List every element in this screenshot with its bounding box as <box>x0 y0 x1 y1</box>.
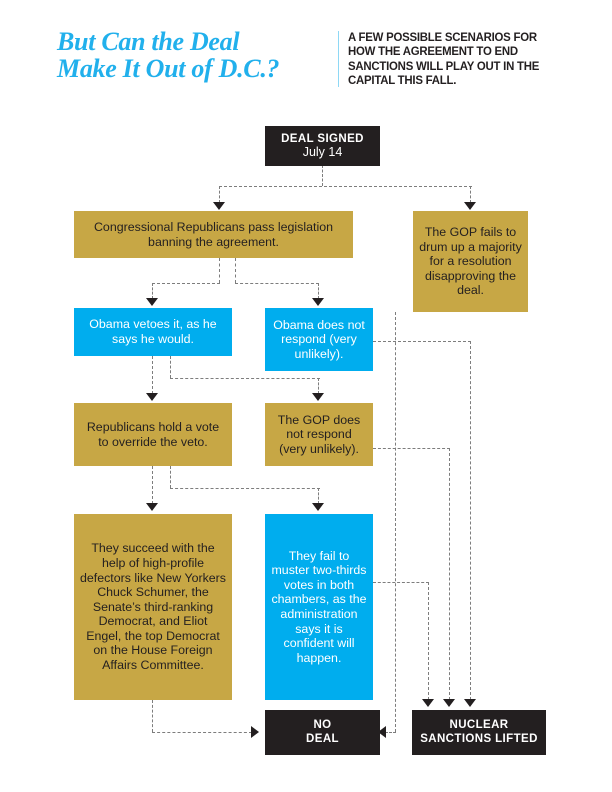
header-divider <box>338 31 339 87</box>
node-gop-legislation-label: Congressional Republicans pass legislati… <box>93 219 333 249</box>
connector-gop-noresp-out-h <box>373 448 450 449</box>
node-obama-vetoes[interactable]: Obama vetoes it, as he says he would. <box>74 308 232 356</box>
node-no-deal[interactable]: NO DEAL <box>265 710 380 755</box>
arrow-into-gop-no-respond <box>312 393 324 401</box>
connector-gopfails-down <box>395 312 396 732</box>
node-deal-signed[interactable]: DEAL SIGNED July 14 <box>265 126 380 166</box>
connector-succeed-down <box>152 700 153 732</box>
node-deal-signed-title: DEAL SIGNED <box>281 132 364 145</box>
connector-legislation-to-noresp-v <box>318 283 319 299</box>
connector-legislation-to-noresp-h <box>235 283 319 284</box>
page-subtitle: A few possible scenarios for how the agr… <box>348 30 540 88</box>
arrow-into-they-fail <box>312 503 324 511</box>
connector-legislation-left-stub <box>219 258 220 283</box>
connector-succeed-to-nodeal <box>152 732 252 733</box>
connector-deal-to-split <box>322 165 323 186</box>
connector-legislation-right-stub <box>235 258 236 283</box>
connector-split-to-legislation <box>219 186 220 203</box>
connector-split-horizontal <box>219 186 472 187</box>
connector-vetoes-to-gopnoresp-v <box>318 378 319 394</box>
connector-obama-noresp-out-v <box>470 341 471 700</box>
connector-override-to-succeed <box>152 466 153 504</box>
connector-gop-noresp-out-v <box>449 448 450 700</box>
connector-obama-noresp-out-h <box>373 341 471 342</box>
node-no-deal-title: NO <box>313 719 332 731</box>
node-they-fail-label: They fail to muster two-thirds votes in … <box>271 548 367 665</box>
connector-vetoes-right-stub <box>170 356 171 378</box>
node-gop-fails-majority-label: The GOP fails to drum up a majority for … <box>419 225 522 298</box>
node-gop-no-respond[interactable]: The GOP does not respond (very unlikely)… <box>265 403 373 466</box>
node-they-fail[interactable]: They fail to muster two-thirds votes in … <box>265 514 373 700</box>
connector-override-to-fail-h <box>170 488 320 489</box>
node-override-vote-label: Republicans hold a vote to override the … <box>86 419 220 449</box>
node-sanctions-lifted[interactable]: NUCLEAR SANCTIONS LIFTED <box>412 710 546 755</box>
node-obama-no-respond[interactable]: Obama does not respond (very unlikely). <box>265 308 373 371</box>
node-gop-fails-majority[interactable]: The GOP fails to drum up a majority for … <box>413 211 528 312</box>
node-they-succeed[interactable]: They succeed with the help of high-profi… <box>74 514 232 700</box>
arrow-into-sanctions-lifted-a <box>422 699 434 707</box>
arrow-into-override-vote <box>146 393 158 401</box>
connector-gopfails-to-nodeal <box>385 732 396 733</box>
connector-override-to-fail-v <box>318 488 319 504</box>
page-title-line-2: Make It Out of D.C.? <box>57 54 280 83</box>
arrow-into-they-succeed <box>146 503 158 511</box>
node-gop-legislation[interactable]: Congressional Republicans pass legislati… <box>74 211 353 258</box>
node-obama-vetoes-label: Obama vetoes it, as he says he would. <box>89 317 217 346</box>
node-deal-signed-sub: July 14 <box>302 145 343 159</box>
node-override-vote[interactable]: Republicans hold a vote to override the … <box>74 403 232 466</box>
connector-vetoes-to-gopnoresp-h <box>170 378 320 379</box>
node-sanctions-lifted-sub: SANCTIONS LIFTED <box>420 732 538 745</box>
arrow-into-gop-fails-majority <box>464 202 476 210</box>
node-gop-no-respond-label: The GOP does not respond (very unlikely)… <box>277 412 361 456</box>
arrow-into-obama-vetoes <box>146 298 158 306</box>
arrow-into-no-deal-left <box>251 726 259 738</box>
connector-theyfail-out-h <box>373 582 429 583</box>
node-they-succeed-label: They succeed with the help of high-profi… <box>80 541 227 673</box>
connector-override-right-stub <box>170 466 171 488</box>
connector-legislation-to-vetoes-h <box>152 283 220 284</box>
connector-split-to-gop-fails <box>470 186 471 203</box>
page-title: But Can the Deal Make It Out of D.C.? <box>57 28 332 82</box>
arrow-into-no-deal-right <box>378 726 386 738</box>
arrow-into-gop-legislation <box>213 202 225 210</box>
connector-legislation-to-vetoes-v <box>152 283 153 299</box>
arrow-into-sanctions-lifted-c <box>464 699 476 707</box>
node-deal-signed-text: DEAL SIGNED July 14 <box>271 133 374 160</box>
node-obama-no-respond-label: Obama does not respond (very unlikely). <box>273 317 365 361</box>
arrow-into-obama-no-respond <box>312 298 324 306</box>
node-sanctions-lifted-title: NUCLEAR <box>449 719 509 731</box>
page-title-line-1: But Can the Deal <box>57 27 240 56</box>
node-no-deal-text: NO DEAL <box>271 719 374 746</box>
node-no-deal-sub: DEAL <box>306 732 339 745</box>
connector-vetoes-to-override <box>152 356 153 394</box>
node-sanctions-lifted-text: NUCLEAR SANCTIONS LIFTED <box>418 719 540 746</box>
connector-theyfail-out-v <box>428 582 429 700</box>
arrow-into-sanctions-lifted-b <box>443 699 455 707</box>
